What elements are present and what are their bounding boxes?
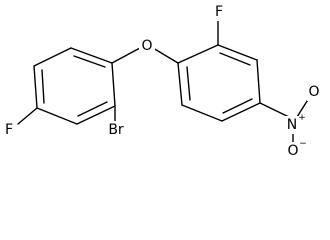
bond xyxy=(217,44,258,61)
atom-nitro-oxygen-top: O xyxy=(308,84,319,100)
bond-c-o-left xyxy=(111,47,141,64)
bond xyxy=(76,105,116,125)
double-bond-inner xyxy=(77,101,108,117)
bond xyxy=(221,102,261,122)
atom-bridge-oxygen: O xyxy=(141,38,152,54)
bond xyxy=(256,59,261,104)
bond-o-c-right xyxy=(152,47,179,64)
bond xyxy=(33,47,72,67)
right-benzene-ring xyxy=(177,44,261,122)
left-benzene-ring xyxy=(33,47,116,125)
atom-fluorine-left: F xyxy=(5,122,13,138)
double-bond-inner xyxy=(222,98,253,114)
bond xyxy=(111,62,116,107)
bond xyxy=(36,107,78,125)
bond-c-f-left xyxy=(17,107,38,125)
structure-diagram: O F Br F N + O O − xyxy=(4,4,320,159)
atom-fluorine-right: F xyxy=(215,4,223,20)
double-bond-inner xyxy=(73,55,106,68)
charge-nitro-nitrogen: + xyxy=(298,113,306,123)
bond xyxy=(177,62,183,106)
atom-nitro-oxygen-bottom: O xyxy=(287,143,298,159)
bond xyxy=(33,65,38,109)
bond xyxy=(70,47,113,64)
charge-nitro-oxygen: − xyxy=(299,139,307,149)
bond-c-n xyxy=(259,102,292,119)
double-bond-inner xyxy=(219,52,251,66)
double-bond-inner xyxy=(186,66,191,101)
double-bond-inner xyxy=(41,69,45,104)
bond-n-o-top xyxy=(296,97,310,118)
atom-bromine: Br xyxy=(108,122,124,138)
bond xyxy=(177,44,219,64)
bond xyxy=(181,104,223,122)
atom-nitro-nitrogen: N xyxy=(287,117,297,133)
